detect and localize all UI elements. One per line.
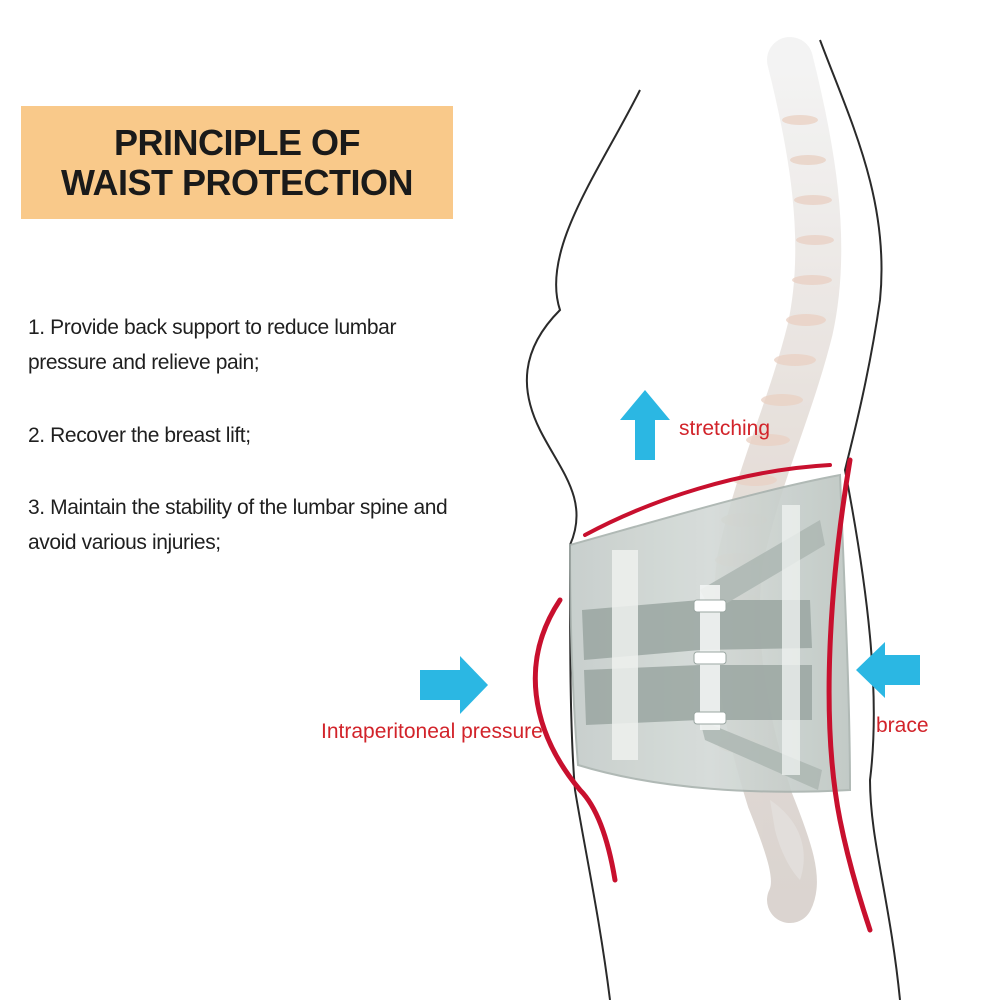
body-outline-back (819, 39, 901, 1000)
brace-label: brace (876, 714, 929, 737)
title-line-2: WAIST PROTECTION (61, 161, 414, 203)
title-line-1: PRINCIPLE OF (113, 121, 361, 163)
top-red-curve (583, 463, 832, 537)
back-red-curve (826, 457, 873, 933)
body-outline-front (525, 89, 641, 1000)
stretching-label: stretching (679, 417, 771, 440)
point-3: 3. Maintain the stability of the lumbar … (28, 496, 448, 554)
point-1: 1. Provide back support to reduce lumbar… (28, 316, 397, 374)
waist-brace (568, 473, 852, 793)
title-box: PRINCIPLE OF WAIST PROTECTION (21, 106, 453, 219)
arrow-up-icon (620, 390, 670, 460)
front-red-curve (532, 597, 618, 883)
arrow-left-icon (856, 642, 920, 698)
arrow-right-icon (420, 656, 488, 714)
intraperitoneal-pressure-label: Intraperitoneal pressure (321, 720, 543, 743)
point-2: 2. Recover the breast lift; (28, 424, 251, 447)
